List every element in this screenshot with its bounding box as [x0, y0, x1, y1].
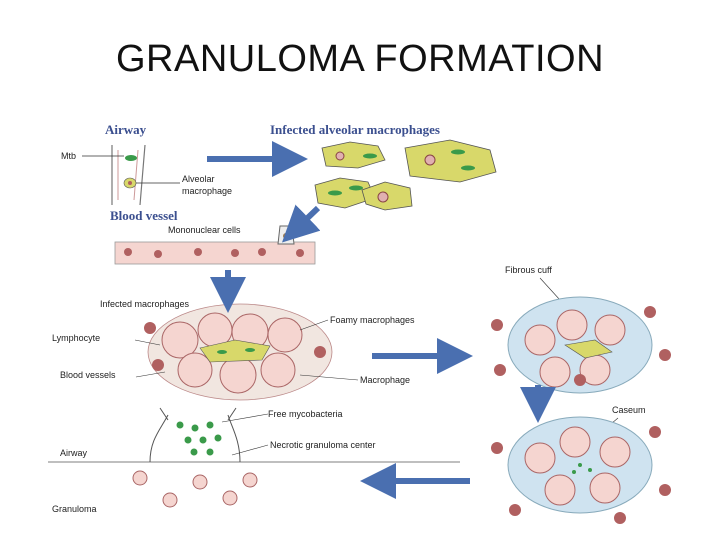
label-free-myco: Free mycobacteria [268, 409, 343, 419]
fibrous-cuff-panel: Fibrous cuff [491, 265, 671, 394]
airway-panel: Airway Mtb Alveolar macrophage [61, 122, 232, 206]
label-alveolar-1: Alveolar [182, 174, 215, 184]
slide-title: GRANULOMA FORMATION [115, 38, 605, 80]
necrotic-panel: Free mycobacteria Necrotic granuloma cen… [48, 407, 460, 514]
label-caseum: Caseum [612, 405, 646, 415]
arrow-down-left [281, 204, 321, 243]
label-mononuclear: Mononuclear cells [168, 225, 241, 235]
label-lymphocyte: Lymphocyte [52, 333, 100, 343]
label-infected-alveolar: Infected alveolar macrophages [270, 122, 440, 137]
caseum-panel: Caseum [491, 405, 671, 524]
label-necrotic: Necrotic granuloma center [270, 440, 376, 450]
blood-vessel-panel: Blood vessel Mononuclear cells [110, 208, 316, 265]
flow-arrows [207, 141, 556, 499]
label-infected-macrophages: Infected macrophages [100, 299, 190, 309]
label-airway-bottom: Airway [60, 448, 88, 458]
label-airway-top: Airway [105, 122, 147, 137]
early-granuloma-panel: Infected macrophages Lymphocyte Blood ve… [52, 299, 415, 401]
infected-alveolar-panel: Infected alveolar macrophages [270, 122, 497, 211]
label-alveolar-2: macrophage [182, 186, 232, 196]
label-blood-vessels: Blood vessels [60, 370, 116, 380]
label-fibrous-cuff: Fibrous cuff [505, 265, 552, 275]
label-blood-vessel: Blood vessel [110, 208, 178, 223]
label-foamy: Foamy macrophages [330, 315, 415, 325]
label-granuloma: Granuloma [52, 504, 97, 514]
label-mtb: Mtb [61, 151, 76, 161]
label-macrophage: Macrophage [360, 375, 410, 385]
